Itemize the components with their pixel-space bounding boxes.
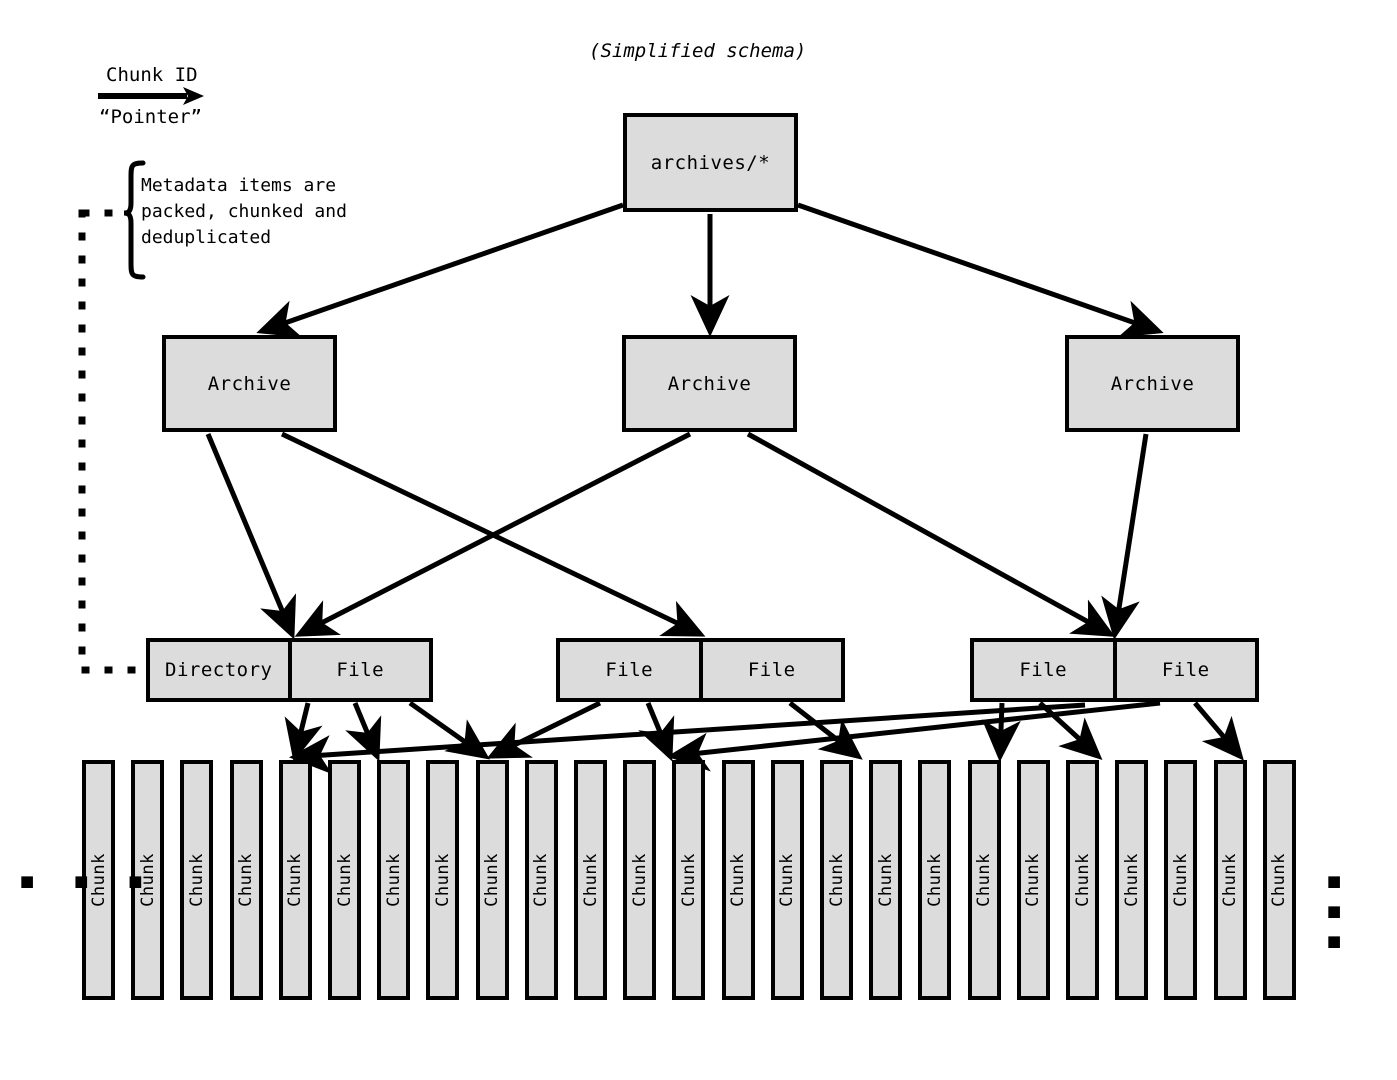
chunk-box[interactable]: Chunk [574, 760, 607, 1000]
chunk-box[interactable]: Chunk [1016, 760, 1050, 1000]
edge-file-chunk-10 [289, 702, 1086, 775]
node-directory[interactable]: Directory [150, 642, 288, 698]
edge-archive1-group2file [280, 431, 706, 637]
node-label: File [747, 659, 796, 681]
chunk-box[interactable]: Chunk [328, 760, 361, 1000]
node-label: File [336, 659, 385, 681]
chunk-label: Chunk [1072, 853, 1093, 907]
node-file-5[interactable]: File [1112, 642, 1256, 698]
chunks-left-ellipsis: ▪ ▪ ▪ [18, 863, 154, 898]
node-label: Archive [207, 372, 292, 395]
node-file-1[interactable]: File [287, 642, 430, 698]
chunk-box[interactable]: Chunk [524, 760, 558, 1000]
edge-file-chunk-3 [408, 700, 490, 760]
metadata-annotation-text: Metadata items are packed, chunked and d… [141, 175, 347, 248]
legend-chunk-id-label: Chunk ID [106, 64, 198, 86]
edge-archive2-group3file [746, 431, 1116, 637]
item-group-3[interactable]: File File [970, 638, 1259, 702]
chunk-label: Chunk [236, 853, 257, 907]
chunk-box[interactable]: Chunk [770, 760, 804, 1000]
item-group-1[interactable]: Directory File [146, 638, 433, 702]
chunk-label: Chunk [580, 853, 601, 907]
legend-pointer-label: “Pointer” [99, 106, 202, 128]
node-label: Archive [1110, 372, 1195, 395]
chunk-box[interactable]: Chunk [1213, 760, 1247, 1000]
chunk-label: Chunk [974, 853, 995, 907]
chunk-label: Chunk [1023, 853, 1044, 907]
chunk-label: Chunk [1220, 853, 1241, 907]
edge-file-chunk-4 [486, 700, 602, 759]
chunk-box[interactable]: Chunk [377, 760, 411, 1000]
node-label: File [605, 659, 654, 681]
chunk-box[interactable]: Chunk [1115, 760, 1149, 1000]
chunk-box[interactable]: Chunk [229, 760, 263, 1000]
chunk-label: Chunk [531, 853, 552, 907]
chunk-box[interactable]: Chunk [1262, 760, 1296, 1000]
chunk-label: Chunk [924, 853, 945, 907]
node-file-2[interactable]: File [560, 642, 699, 698]
chunk-box[interactable]: Chunk [1066, 760, 1099, 1000]
chunk-label: Chunk [334, 853, 355, 907]
node-archive-1[interactable]: Archive [162, 335, 337, 432]
chunk-box[interactable]: Chunk [278, 760, 312, 1000]
edge-file-chunk-6 [788, 701, 863, 760]
node-label: File [1161, 659, 1210, 681]
chunk-label: Chunk [678, 853, 699, 907]
chunk-box[interactable]: Chunk [1164, 760, 1198, 1000]
page-title: (Simplified schema) [589, 40, 807, 62]
node-file-4[interactable]: File [974, 642, 1113, 698]
chunk-box[interactable]: Chunk [967, 760, 1001, 1000]
chunk-label: Chunk [285, 853, 306, 907]
chunk-box[interactable]: Chunk [869, 760, 903, 1000]
chunk-box[interactable]: Chunk [426, 760, 460, 1000]
edge-file-chunk-1 [284, 702, 323, 762]
chunk-label: Chunk [186, 853, 207, 907]
edge-archive2-group1file [294, 431, 692, 637]
chunk-label: Chunk [777, 853, 798, 907]
chunk-label: Chunk [1121, 853, 1142, 907]
edge-root-archive3 [797, 202, 1164, 338]
node-label: Directory [165, 659, 273, 681]
edge-file-chunk-11 [667, 700, 1161, 772]
edge-file-chunk-2 [345, 702, 382, 762]
legend-arrow-icon [98, 87, 204, 105]
chunk-label: Chunk [383, 853, 404, 907]
node-label: Archive [667, 372, 752, 395]
chunk-label: Chunk [728, 853, 749, 907]
edge-file-chunk-9 [1193, 701, 1244, 761]
edge-archive3-group3file [1101, 433, 1149, 640]
chunk-box[interactable]: Chunk [82, 760, 115, 1000]
chunk-box[interactable]: Chunk [721, 760, 755, 1000]
chunk-label: Chunk [482, 853, 503, 907]
node-label: archives/* [650, 151, 771, 174]
chunk-box[interactable]: Chunk [672, 760, 706, 1000]
archive-to-item-edges [205, 431, 1149, 640]
node-archive-3[interactable]: Archive [1065, 335, 1240, 432]
chunk-box[interactable]: Chunk [820, 760, 853, 1000]
edge-file-chunk-7 [981, 702, 1021, 762]
chunk-label: Chunk [875, 853, 896, 907]
chunks-right-ellipsis: ▪ ▪ ▪ [1325, 863, 1353, 958]
node-archives-root[interactable]: archives/* [623, 113, 798, 212]
node-archive-2[interactable]: Archive [622, 335, 797, 432]
edge-file-chunk-5 [638, 702, 675, 762]
chunk-box[interactable]: Chunk [623, 760, 657, 1000]
chunk-label: Chunk [1170, 853, 1191, 907]
chunk-box[interactable]: Chunk [131, 760, 165, 1000]
edge-archive1-group1file [205, 433, 297, 640]
chunk-box[interactable]: Chunk [475, 760, 509, 1000]
chunk-label: Chunk [629, 853, 650, 907]
item-group-2[interactable]: File File [556, 638, 845, 702]
chunk-label: Chunk [432, 853, 453, 907]
node-file-3[interactable]: File [698, 642, 842, 698]
chunk-label: Chunk [1269, 853, 1290, 907]
edge-file-chunk-8 [1038, 701, 1103, 761]
chunk-label: Chunk [826, 853, 847, 907]
item-to-chunk-edges [284, 700, 1244, 775]
chunk-box[interactable]: Chunk [180, 760, 214, 1000]
node-label: File [1019, 659, 1068, 681]
root-to-archive-edges [256, 202, 1164, 338]
chunk-box[interactable]: Chunk [918, 760, 952, 1000]
